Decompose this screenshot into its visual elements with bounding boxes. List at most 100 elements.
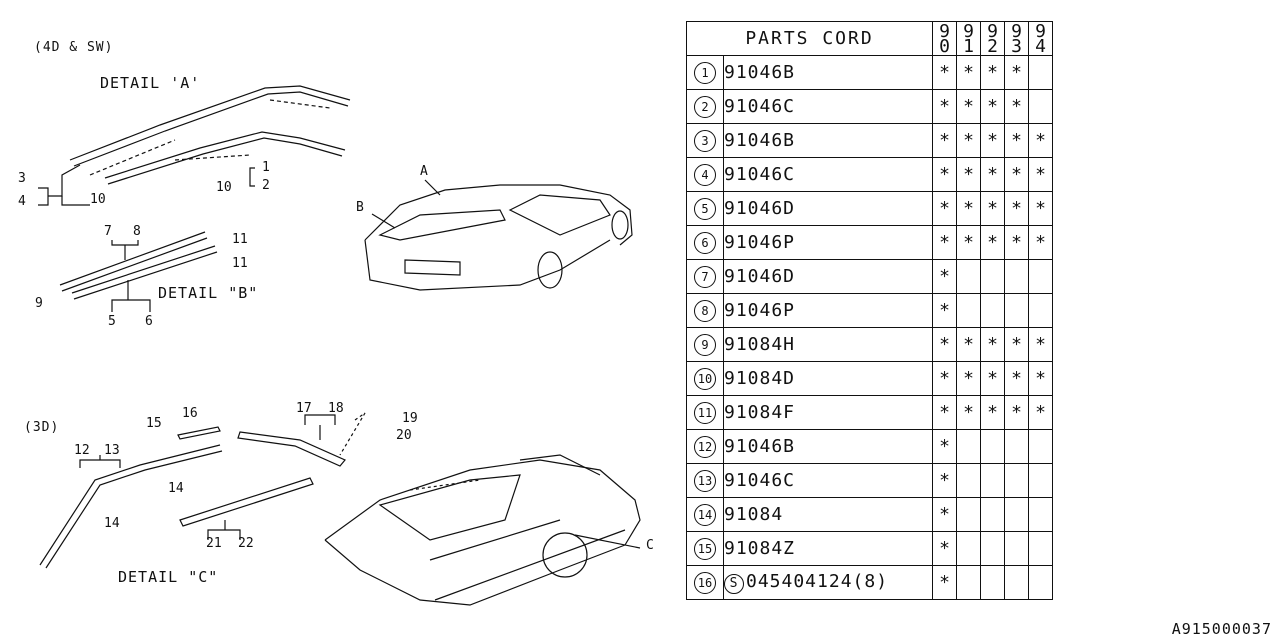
year-availability-cell: * bbox=[932, 497, 957, 532]
part-code-cell: 91046B bbox=[723, 55, 933, 90]
year-availability-cell: * bbox=[956, 191, 981, 226]
year-availability-cell bbox=[956, 531, 981, 566]
year-availability-cell: * bbox=[980, 327, 1005, 362]
part-code: 91084F bbox=[724, 402, 796, 423]
row-index-badge: 8 bbox=[694, 300, 716, 322]
year-availability-cell bbox=[1028, 497, 1053, 532]
year-94-digit-1: 9 bbox=[1035, 20, 1046, 42]
row-index-badge: 7 bbox=[694, 266, 716, 288]
part-code: 91046C bbox=[724, 470, 796, 491]
year-availability-cell: * bbox=[932, 191, 957, 226]
part-code-cell: 91084D bbox=[723, 361, 933, 396]
part-code: 91046P bbox=[724, 300, 796, 321]
row-index-badge: 11 bbox=[694, 402, 716, 424]
year-availability-cell bbox=[1028, 293, 1053, 328]
part-code-cell: 91046B bbox=[723, 123, 933, 158]
year-90-digit-2: 0 bbox=[939, 35, 950, 57]
callout-14-lower: 14 bbox=[104, 516, 120, 531]
standard-part-icon: S bbox=[724, 574, 744, 594]
year-availability-cell: * bbox=[932, 89, 957, 124]
year-availability-cell: * bbox=[932, 565, 957, 600]
year-availability-cell: * bbox=[956, 361, 981, 396]
year-availability-cell: * bbox=[1028, 157, 1053, 192]
callout-15: 15 bbox=[146, 416, 162, 431]
part-code-cell: 91046P bbox=[723, 293, 933, 328]
parts-diagram bbox=[38, 85, 641, 606]
year-availability-cell: * bbox=[956, 123, 981, 158]
year-availability-cell bbox=[956, 429, 981, 464]
row-index-badge: 1 bbox=[694, 62, 716, 84]
year-availability-cell bbox=[956, 463, 981, 498]
part-code: 91046B bbox=[724, 62, 796, 83]
callout-17: 17 bbox=[296, 401, 312, 416]
callout-9: 9 bbox=[35, 296, 43, 311]
year-availability-cell bbox=[1004, 565, 1029, 600]
row-index-badge: 6 bbox=[694, 232, 716, 254]
year-availability-cell bbox=[980, 531, 1005, 566]
parts-code-header: PARTS CORD bbox=[686, 21, 933, 56]
strip-b-drawing bbox=[59, 231, 218, 300]
year-availability-cell: * bbox=[956, 327, 981, 362]
year-availability-cell: * bbox=[932, 361, 957, 396]
row-index-cell: 10 bbox=[686, 361, 724, 396]
part-code-cell: 91046C bbox=[723, 463, 933, 498]
row-index-cell: 12 bbox=[686, 429, 724, 464]
row-index-cell: 15 bbox=[686, 531, 724, 566]
row-index-badge: 13 bbox=[694, 470, 716, 492]
year-availability-cell: * bbox=[956, 225, 981, 260]
year-availability-cell: * bbox=[1028, 327, 1053, 362]
callout-3: 3 bbox=[18, 171, 26, 186]
year-availability-cell: * bbox=[1028, 395, 1053, 430]
callout-c: C bbox=[646, 538, 654, 553]
row-index-cell: 2 bbox=[686, 89, 724, 124]
callout-12: 12 bbox=[74, 443, 90, 458]
row-index-cell: 7 bbox=[686, 259, 724, 294]
callout-10-left: 10 bbox=[90, 192, 106, 207]
molding-lower-drawing bbox=[104, 131, 346, 185]
part-code: 91084Z bbox=[724, 538, 796, 559]
row-index-cell: 16 bbox=[686, 565, 724, 600]
year-availability-cell bbox=[1004, 293, 1029, 328]
year-availability-cell: * bbox=[980, 361, 1005, 396]
year-availability-cell bbox=[1028, 531, 1053, 566]
year-92-digit-2: 2 bbox=[987, 35, 998, 57]
row-index-cell: 5 bbox=[686, 191, 724, 226]
variant-3d-label: (3D) bbox=[24, 420, 60, 435]
year-availability-cell: * bbox=[980, 55, 1005, 90]
row-index-badge: 4 bbox=[694, 164, 716, 186]
year-93-digit-1: 9 bbox=[1011, 20, 1022, 42]
year-availability-cell: * bbox=[1028, 191, 1053, 226]
year-availability-cell: * bbox=[932, 225, 957, 260]
callout-20: 20 bbox=[396, 428, 412, 443]
year-availability-cell: * bbox=[1004, 157, 1029, 192]
year-availability-cell bbox=[1004, 429, 1029, 464]
year-availability-cell: * bbox=[1028, 225, 1053, 260]
year-availability-cell: * bbox=[932, 259, 957, 294]
year-94-digit-2: 4 bbox=[1035, 35, 1046, 57]
year-availability-cell: * bbox=[980, 395, 1005, 430]
drawing-reference-number: A915000037 bbox=[1171, 620, 1272, 638]
year-availability-cell bbox=[1004, 497, 1029, 532]
callout-22: 22 bbox=[238, 536, 254, 551]
row-index-badge: 5 bbox=[694, 198, 716, 220]
callout-5: 5 bbox=[108, 314, 116, 329]
part-code: 91084D bbox=[724, 368, 796, 389]
part-code: 91046D bbox=[724, 198, 796, 219]
year-availability-cell: * bbox=[1004, 225, 1029, 260]
detail-c-label: DETAIL "C" bbox=[118, 568, 219, 586]
part-code: 91046B bbox=[724, 436, 796, 457]
year-availability-cell: * bbox=[1004, 55, 1029, 90]
